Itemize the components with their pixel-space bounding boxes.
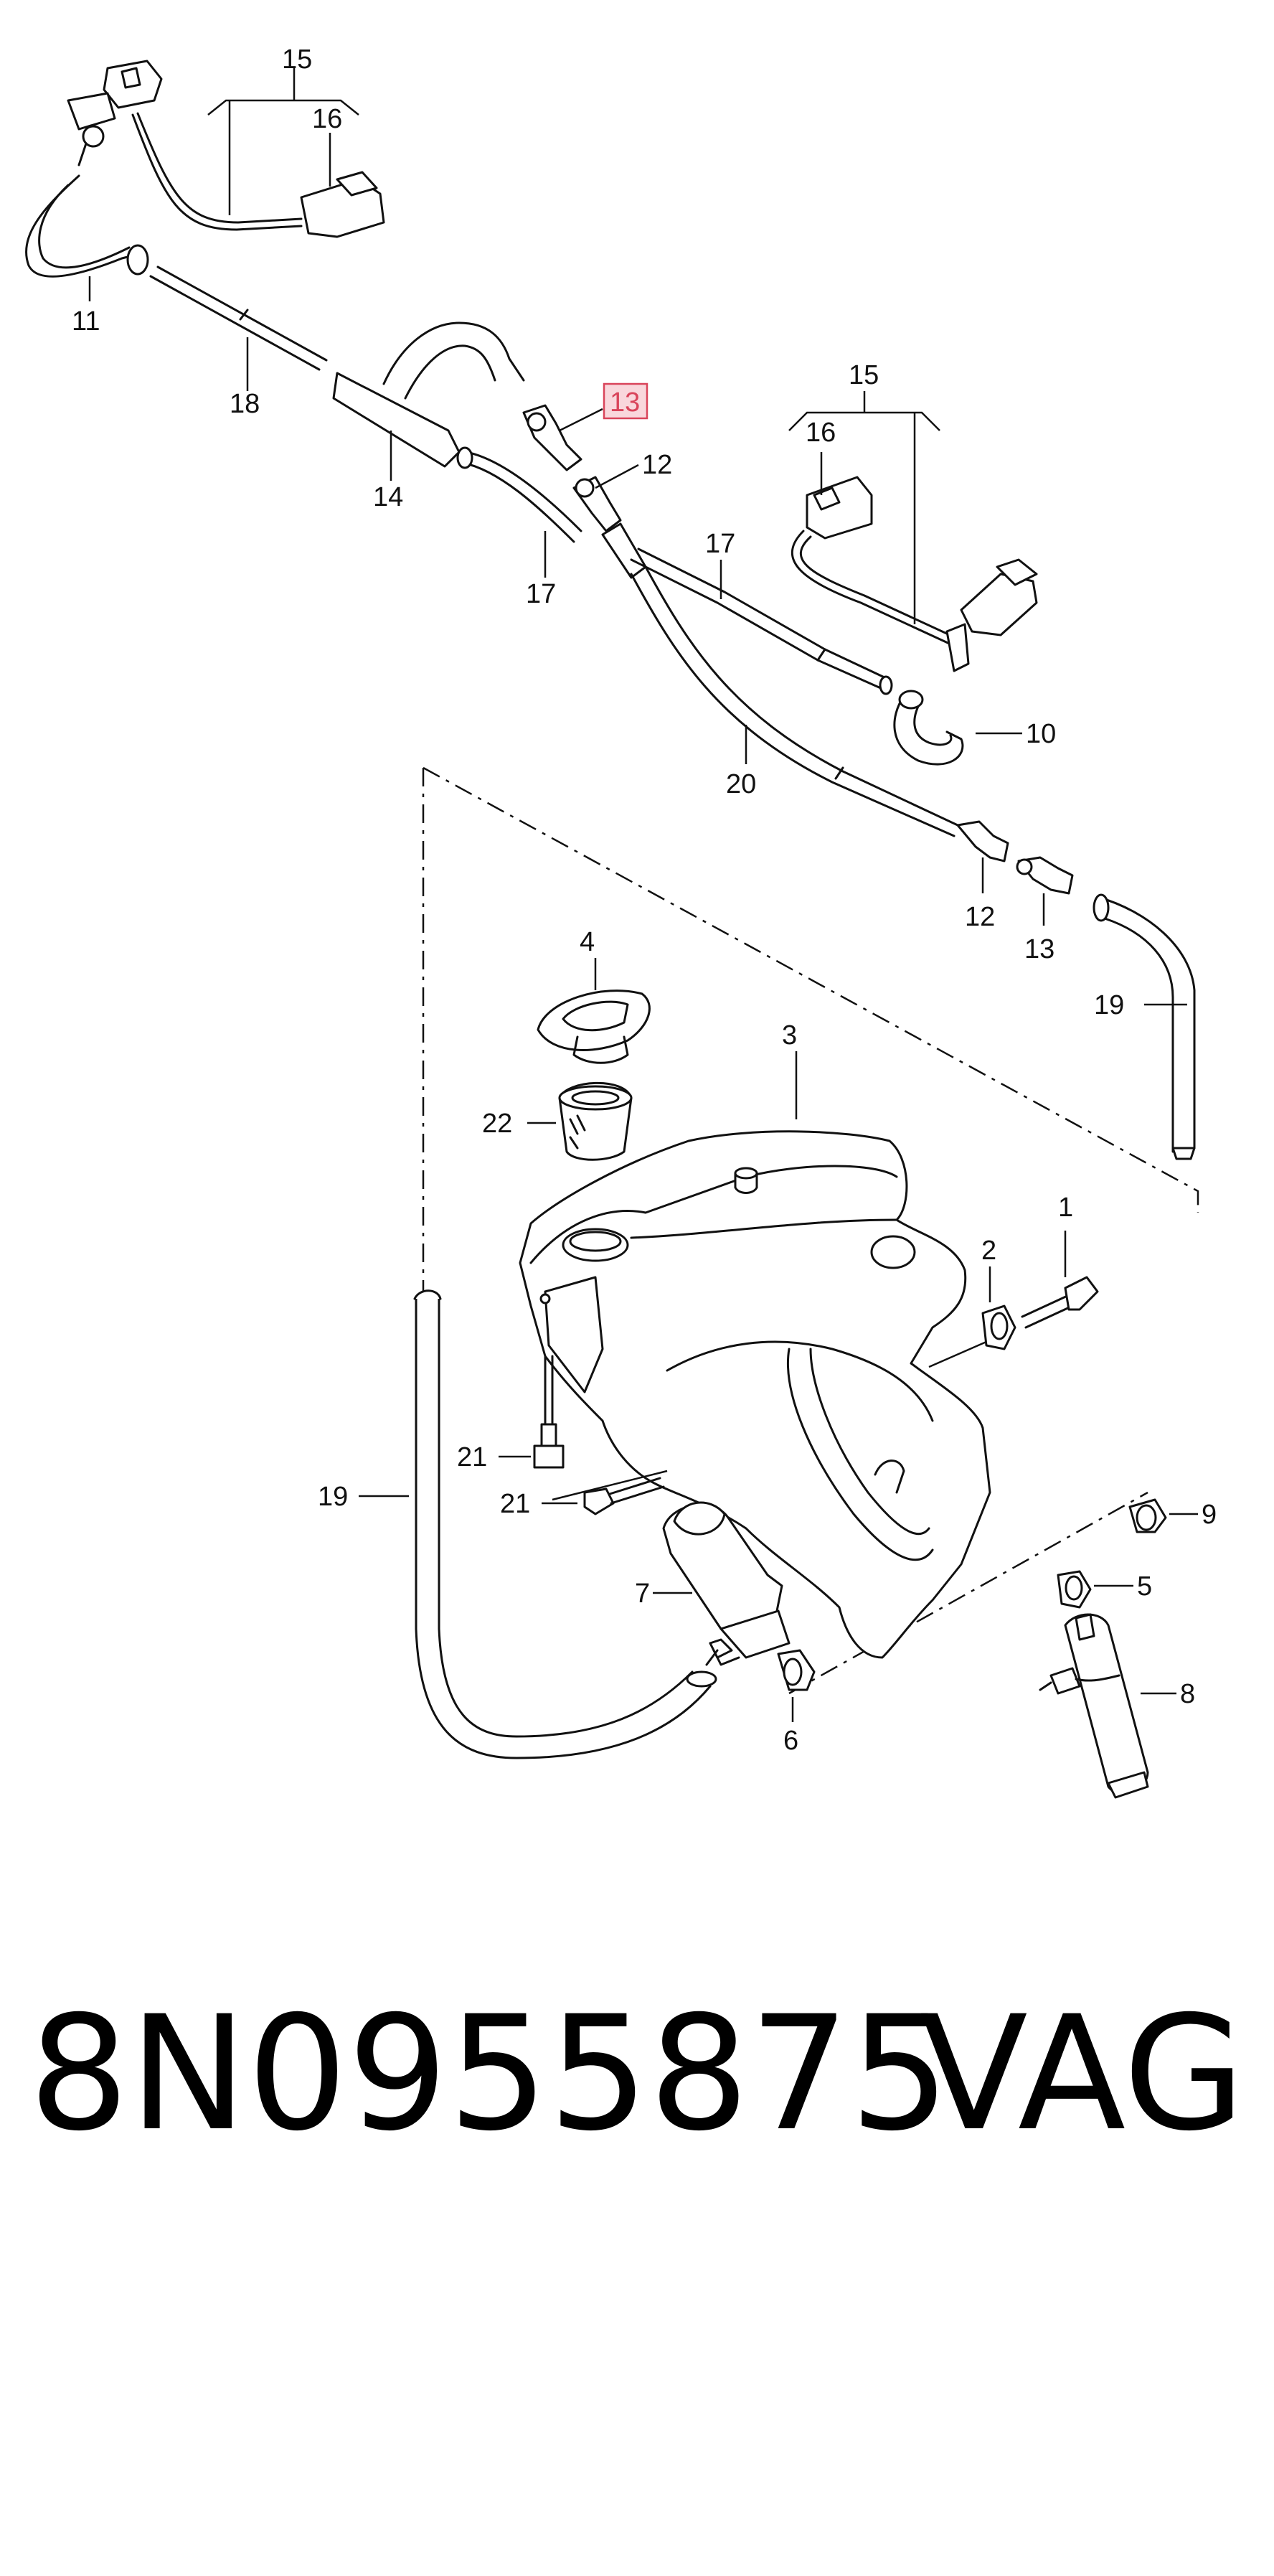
washer-pump-8 [1039, 1613, 1149, 1799]
washer-pump-7 [662, 1501, 791, 1666]
leader-2-tank [928, 1340, 987, 1368]
connector-12-lower [956, 820, 1009, 862]
filler-cap-4 [537, 989, 651, 1064]
hose-19-left [413, 1289, 717, 1759]
leader-13a [559, 408, 603, 432]
label-4: 4 [580, 927, 595, 957]
label-8: 8 [1180, 1679, 1195, 1709]
washer-reservoir-3 [519, 1130, 991, 1659]
label-10: 10 [1026, 719, 1056, 749]
label-19b: 19 [318, 1482, 348, 1512]
washer-nozzle-left [67, 60, 163, 166]
label-12b: 12 [965, 902, 995, 932]
label-16a: 16 [312, 104, 342, 134]
label-15a: 15 [282, 44, 312, 75]
connector-plug-left [300, 171, 385, 238]
strainer-22 [558, 1081, 633, 1161]
label-2: 2 [981, 1236, 996, 1266]
bracket-15a [207, 99, 359, 116]
leader-tank-pump [552, 1470, 668, 1501]
label-13a-highlighted: 13 [610, 387, 640, 418]
hose-14 [332, 321, 525, 468]
label-19a: 19 [1094, 990, 1124, 1020]
nozzle-heater-cable-left [131, 112, 303, 231]
label-15b: 15 [849, 360, 879, 390]
label-3: 3 [782, 1020, 797, 1050]
bolt-21-lower [583, 1477, 665, 1515]
label-22: 22 [482, 1109, 512, 1139]
label-12a: 12 [642, 450, 672, 480]
label-17b: 17 [705, 529, 735, 559]
brand-label: VAG [920, 1982, 1245, 2166]
dashed-line-diagonal [423, 766, 1199, 1213]
label-17a: 17 [526, 579, 556, 609]
label-5: 5 [1137, 1571, 1152, 1602]
grommet-6 [777, 1649, 816, 1691]
bolt-21-upper [533, 1355, 565, 1469]
label-1: 1 [1058, 1193, 1073, 1223]
connector-13 [522, 404, 582, 471]
grommet-5 [1057, 1570, 1092, 1609]
label-16b: 16 [806, 418, 836, 448]
hose-20 [630, 565, 959, 837]
dashed-line-lower [788, 1491, 1148, 1695]
label-20: 20 [726, 769, 756, 799]
label-21a: 21 [457, 1442, 487, 1472]
highlight-box-13 [603, 382, 648, 420]
label-14: 14 [373, 482, 403, 512]
label-18: 18 [230, 389, 260, 419]
grommet-2 [981, 1305, 1016, 1350]
grommet-9 [1128, 1498, 1167, 1533]
footer: 8N0955875 VAG [0, 1973, 1274, 2174]
washer-system-diagram: 15 16 11 18 14 13 12 17 [25, 44, 1217, 1799]
hose-10 [893, 690, 964, 766]
hose-11 [25, 174, 149, 278]
part-number: 8N0955875 [29, 1982, 950, 2166]
nozzle-heater-cable-right [791, 530, 959, 647]
pipe-18 [149, 265, 328, 371]
bolt-1 [1021, 1276, 1099, 1329]
connector-13-lower [1016, 856, 1074, 895]
label-9: 9 [1202, 1500, 1217, 1530]
connector-12 [572, 476, 622, 532]
leader-12a [595, 464, 639, 489]
label-11: 11 [72, 306, 100, 337]
label-21b: 21 [500, 1489, 530, 1519]
connector-plug-right [806, 476, 873, 540]
label-13b: 13 [1024, 934, 1054, 964]
label-7: 7 [635, 1579, 650, 1609]
washer-nozzle-right [945, 558, 1038, 672]
hose-19-right [1093, 893, 1196, 1160]
hose-17-right [630, 547, 893, 695]
y-junction [601, 522, 647, 579]
hose-17-left [456, 446, 582, 543]
label-6: 6 [783, 1726, 798, 1756]
